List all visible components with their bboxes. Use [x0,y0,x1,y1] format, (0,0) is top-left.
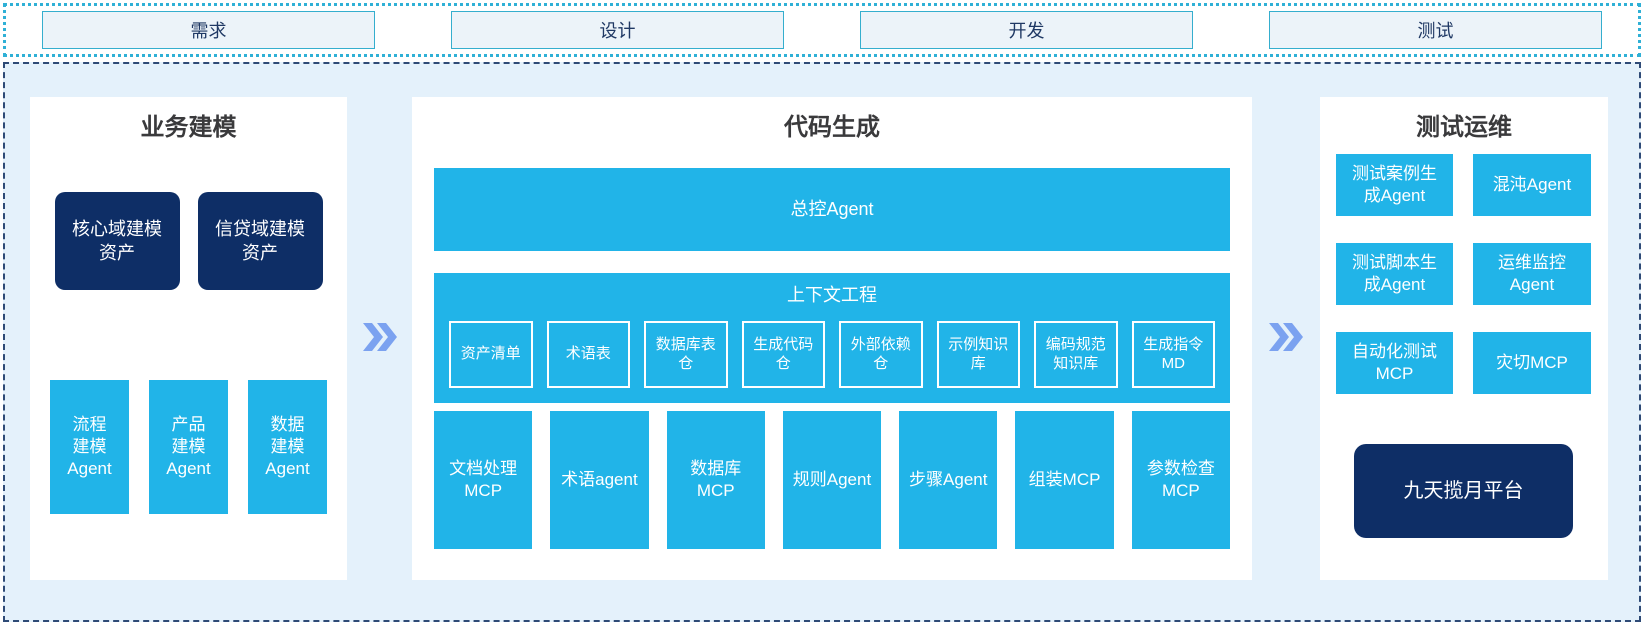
panel-business-modeling: 业务建模 核心域建模资产 信贷域建模资产 流程建模Agent 产品建模Agent… [30,97,347,580]
phase-design: 设计 [451,11,784,49]
terminology-agent-box: 术语agent [550,411,649,549]
phase-development: 开发 [860,11,1193,49]
process-modeling-agent-box: 流程建模Agent [50,380,129,514]
database-mcp-box: 数据库MCP [666,411,765,549]
param-check-mcp-box: 参数检查MCP [1131,411,1230,549]
code-generation-tools-row: 文档处理MCP 术语agent 数据库MCP 规则Agent 步骤Agent 组… [434,411,1230,549]
step-agent-box: 步骤Agent [899,411,998,549]
rule-agent-box: 规则Agent [782,411,882,549]
credit-domain-asset-box: 信贷域建模资产 [197,192,323,290]
double-chevron-right-icon [363,322,397,352]
generated-code-repo-box: 生成代码仓 [741,321,825,388]
context-engineering-title: 上下文工程 [787,285,877,305]
phase-testing: 测试 [1269,11,1602,49]
example-kb-box: 示例知识库 [936,321,1020,388]
business-modeling-title: 业务建模 [140,114,237,141]
test-script-gen-agent-box: 测试脚本生成Agent [1336,243,1453,305]
modeling-assets-row: 核心域建模资产 信贷域建模资产 [30,192,347,290]
external-deps-repo-box: 外部依赖仓 [839,321,923,388]
glossary-box: 术语表 [546,321,630,388]
data-modeling-agent-box: 数据建模Agent [248,380,327,514]
doc-processing-mcp-box: 文档处理MCP [434,411,533,549]
phase-requirements: 需求 [42,11,375,49]
phase-strip: 需求 设计 开发 测试 [3,3,1641,57]
coding-standard-kb-box: 编码规范知识库 [1034,321,1118,388]
jiutian-lanyue-platform-box: 九天揽月平台 [1354,444,1573,538]
modeling-agents-row: 流程建模Agent 产品建模Agent 数据建模Agent [30,380,347,514]
ops-monitor-agent-box: 运维监控Agent [1473,243,1591,305]
main-container: 业务建模 核心域建模资产 信贷域建模资产 流程建模Agent 产品建模Agent… [3,62,1641,622]
context-engineering-box: 上下文工程 资产清单 术语表 数据库表仓 生成代码仓 外部依赖仓 示例知识库 编… [434,273,1230,403]
chaos-agent-box: 混沌Agent [1473,154,1591,216]
test-ops-grid: 测试案例生成Agent 混沌Agent 测试脚本生成Agent 运维监控Agen… [1336,154,1591,394]
assembly-mcp-box: 组装MCP [1015,411,1114,549]
panel-test-ops: 测试运维 测试案例生成Agent 混沌Agent 测试脚本生成Agent 运维监… [1320,97,1608,580]
master-agent-bar: 总控Agent [434,168,1230,251]
context-engineering-row: 资产清单 术语表 数据库表仓 生成代码仓 外部依赖仓 示例知识库 编码规范知识库… [434,321,1230,388]
generation-instruction-md-box: 生成指令MD [1131,321,1215,388]
asset-list-box: 资产清单 [449,321,533,388]
product-modeling-agent-box: 产品建模Agent [149,380,228,514]
db-table-repo-box: 数据库表仓 [644,321,728,388]
double-chevron-right-icon [1269,322,1303,352]
test-case-gen-agent-box: 测试案例生成Agent [1336,154,1453,216]
code-generation-title: 代码生成 [784,114,880,141]
core-domain-asset-box: 核心域建模资产 [54,192,180,290]
panel-code-generation: 代码生成 总控Agent 上下文工程 资产清单 术语表 数据库表仓 生成代码仓 … [412,97,1252,580]
test-ops-title: 测试运维 [1416,114,1512,141]
disaster-switch-mcp-box: 灾切MCP [1473,332,1591,394]
auto-test-mcp-box: 自动化测试MCP [1336,332,1453,394]
